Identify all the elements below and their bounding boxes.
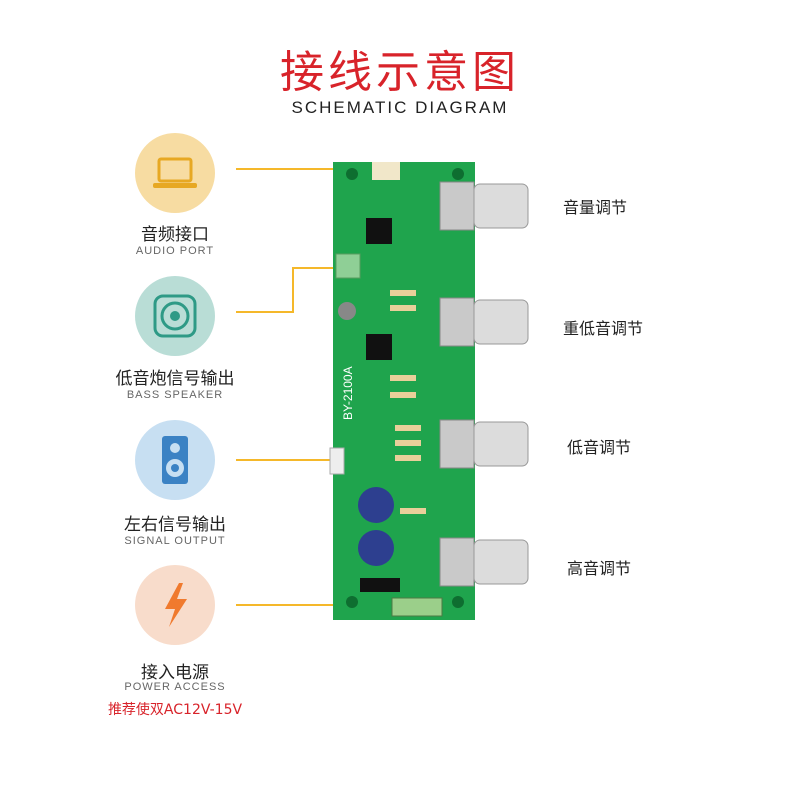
board-model: BY-2100A: [341, 366, 355, 420]
page-subtitle: SCHEMATIC DIAGRAM: [291, 98, 509, 117]
bass-terminal: [335, 253, 361, 279]
tower-speaker-icon: [162, 436, 188, 484]
power-label-en: POWER ACCESS: [124, 681, 226, 693]
power-circle: [135, 565, 215, 645]
audio-connector: [372, 162, 400, 180]
ic-chip-2: [366, 334, 392, 360]
capacitor-1: [358, 487, 394, 523]
lightning-icon: [165, 583, 187, 627]
power-terminal: [391, 597, 443, 617]
signal-output-label-en: SIGNAL OUTPUT: [124, 535, 226, 547]
subwoofer-label: 重低音调节: [563, 319, 644, 338]
audio-port-label: 音频接口: [141, 225, 209, 245]
bass-speaker-line: [236, 267, 338, 313]
bass-label: 低音调节: [567, 438, 632, 457]
audio-port-label-en: AUDIO PORT: [135, 245, 215, 257]
laptop-icon: [153, 157, 197, 188]
power-note: 推荐使双AC12V-15V: [107, 702, 243, 718]
signal-output-circle: [135, 420, 215, 500]
regulator: [360, 578, 400, 592]
ic-chip-1: [366, 218, 392, 244]
resistor-array: [390, 290, 426, 514]
treble-label: 高音调节: [567, 559, 632, 578]
bass-speaker-circle: [135, 276, 215, 356]
volume-label: 音量调节: [563, 198, 628, 217]
signal-connector: [329, 447, 345, 475]
bass-speaker-label: 低音炮信号输出: [115, 369, 235, 389]
mounting-holes: [346, 168, 464, 608]
bass-speaker-label-en: BASS SPEAKER: [126, 389, 224, 401]
power-label: 接入电源: [141, 663, 209, 683]
capacitor-2: [358, 530, 394, 566]
signal-output-label: 左右信号输出: [124, 515, 226, 535]
page-title: 接线示意图: [280, 47, 520, 98]
audio-port-circle: [135, 133, 215, 213]
capacitor-3: [338, 302, 356, 320]
potentiometers: [439, 181, 529, 587]
speaker-icon: [153, 294, 197, 338]
